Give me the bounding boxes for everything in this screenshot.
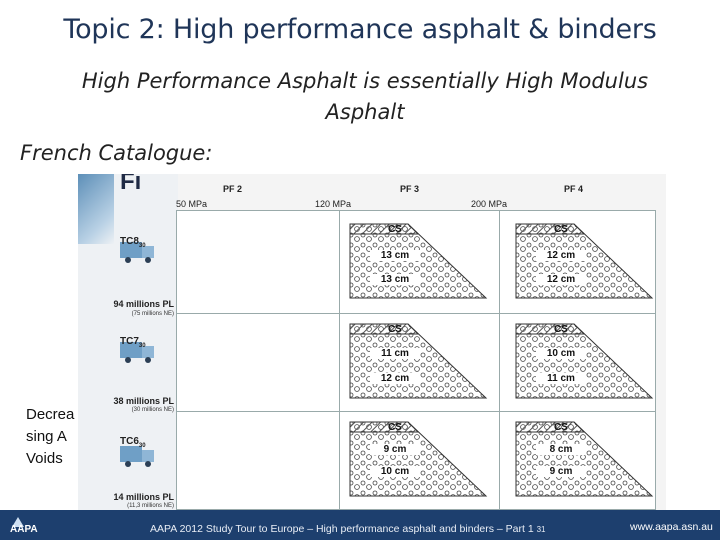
grid-line [499,211,500,509]
traffic-level: 38 millions PL [113,396,174,406]
traffic-note: (30 millions NE) [131,407,174,413]
modulus-label-200: 200 MPa [471,199,508,209]
layer-thickness: 8 cm [536,444,586,455]
layer-thickness: 12 cm [370,373,420,384]
side-label-line: Decrea [26,406,75,423]
layer-thickness: 13 cm [370,250,420,261]
catalogue-label: French Catalogue: [20,141,213,165]
surface-course-label: CS [388,324,402,335]
traffic-class-label: TC630 [120,436,146,449]
catalogue-figure: Fi PF 2 PF 3 PF 4 50 MPa 120 MPa 200 MPa… [78,174,666,510]
pavement-structure: CS 8 cm 9 cm [514,420,654,498]
footer-text: AAPA 2012 Study Tour to Europe – High pe… [150,523,546,535]
pavement-structure: CS 10 cm 11 cm [514,322,654,400]
layer-thickness: 12 cm [536,250,586,261]
pavement-structure: CS 12 cm 12 cm [514,222,654,300]
side-label-line: sing A [26,428,67,445]
footer-bar [0,510,720,540]
pavement-structure: CS 13 cm 13 cm [348,222,488,300]
pavement-structure: CS 11 cm 12 cm [348,322,488,400]
layer-thickness: 10 cm [536,348,586,359]
column-header-pf4: PF 4 [564,184,584,194]
traffic-note: (11,3 millions NE) [127,503,174,509]
traffic-class-label: TC830 [120,236,146,249]
layer-thickness: 9 cm [536,466,586,477]
layer-thickness: 10 cm [370,466,420,477]
page-number: 31 [536,525,546,534]
layer-thickness: 9 cm [370,444,420,455]
pavement-structure: CS 9 cm 10 cm [348,420,488,498]
traffic-class-label: TC730 [120,336,146,349]
truck-icon [118,332,158,366]
traffic-note: (75 millions NE) [131,311,174,317]
layer-thickness: 12 cm [536,274,586,285]
aapa-logo: AAPA [8,513,54,537]
traffic-level: 94 millions PL [113,299,174,309]
france-wedge-graphic [78,174,114,244]
column-header-pf2: PF 2 [223,184,243,194]
modulus-label-120: 120 MPa [315,199,352,209]
grid-line [177,313,655,314]
surface-course-label: CS [388,422,402,433]
surface-course-label: CS [554,224,568,235]
aapa-logo-text: AAPA [10,524,38,535]
slide-title: Topic 2: High performance asphalt & bind… [63,14,657,45]
surface-course-label: CS [554,422,568,433]
footer-url: www.aapa.asn.au [630,521,713,533]
surface-course-label: CS [554,324,568,335]
footer-caption: AAPA 2012 Study Tour to Europe – High pe… [150,523,534,535]
grid-line [339,211,340,509]
layer-thickness: 11 cm [370,348,420,359]
truck-icon [118,232,158,266]
decreasing-air-voids-label: Decrea sing A Voids [26,404,74,470]
layer-thickness: 13 cm [370,274,420,285]
surface-course-label: CS [388,224,402,235]
modulus-label-50: 50 MPa [176,199,208,209]
figure-logo: Fi [120,174,142,195]
slide-subtitle: High Performance Asphalt is essentially … [81,69,649,124]
side-label-line: Voids [26,450,63,467]
column-header-pf3: PF 3 [400,184,420,194]
traffic-level: 14 millions PL [113,492,174,502]
truck-icon [118,436,158,470]
layer-thickness: 11 cm [536,373,586,384]
grid-line [177,411,655,412]
